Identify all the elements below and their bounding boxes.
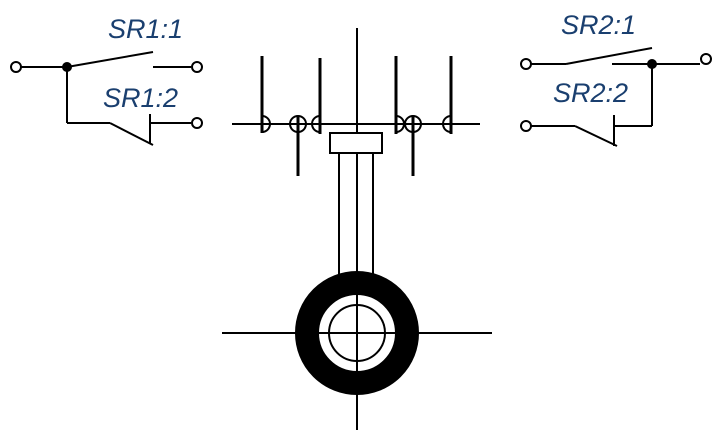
sr2-output-terminal <box>700 53 712 65</box>
contact-arc-2 <box>311 115 321 133</box>
sr2-1-moving-contact <box>565 47 653 65</box>
actuator-cap <box>329 132 383 154</box>
rotary-knob <box>295 271 419 430</box>
sr1-2-output-terminal <box>191 117 203 129</box>
sr1-2-label: SR1:2 <box>103 83 178 113</box>
sr2-2-input-terminal <box>520 120 532 132</box>
sr1-1-label: SR1:1 <box>108 14 183 44</box>
sr1-input-terminal <box>10 61 22 73</box>
contact-arc-1 <box>261 115 271 133</box>
sr1-2-moving-contact <box>109 122 154 146</box>
sr1-contact-group <box>10 51 203 146</box>
sr1-1-moving-contact <box>66 51 154 68</box>
sr1-1-output-terminal <box>191 61 203 73</box>
contact-ring-2 <box>404 115 422 133</box>
contact-arc-4 <box>442 115 452 133</box>
sr2-2-label: SR2:2 <box>553 78 628 108</box>
sr2-1-input-terminal <box>520 58 532 70</box>
sr2-1-label: SR2:1 <box>561 10 636 40</box>
sr2-contact-group <box>520 47 712 147</box>
contact-ring-1 <box>289 115 307 133</box>
contact-arc-3 <box>395 115 405 133</box>
sr2-2-moving-contact <box>574 125 618 147</box>
